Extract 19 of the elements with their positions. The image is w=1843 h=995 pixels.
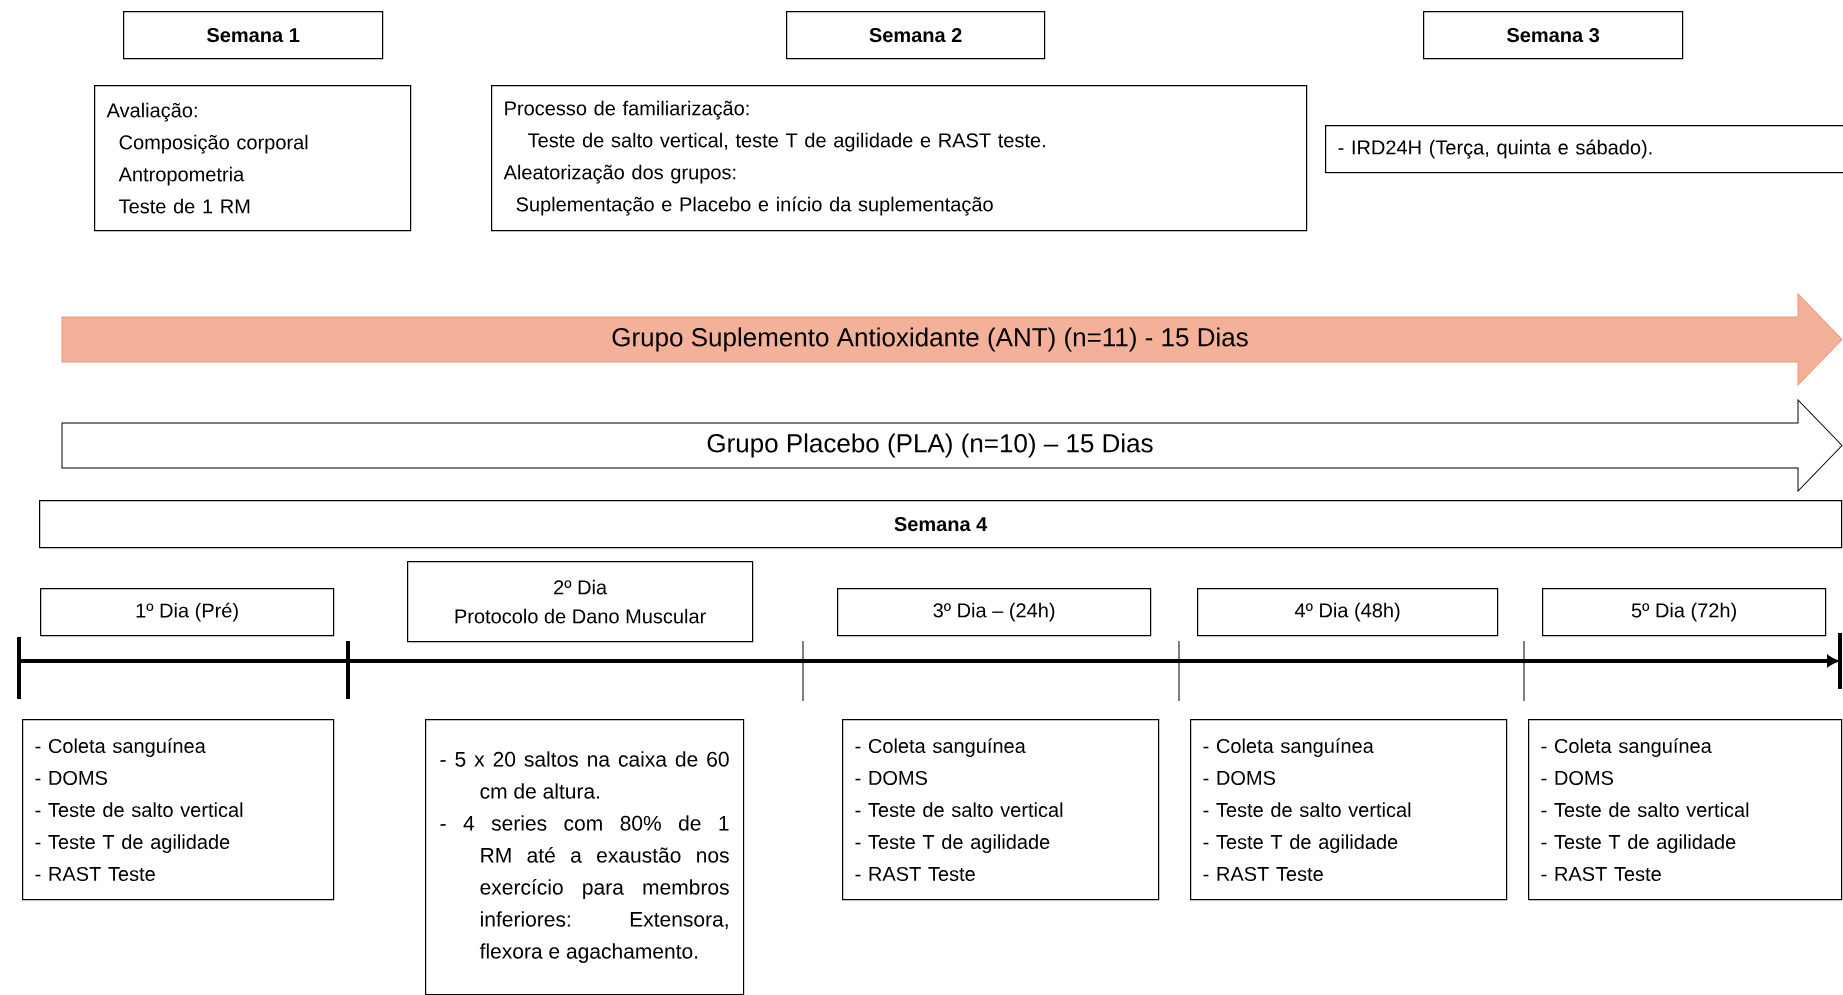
week-box: Semana 4 [39, 500, 1843, 549]
group-banner: Grupo Suplemento Antioxidante (ANT) (n=11) - 15 Dias [61, 293, 1843, 386]
week-box: Semana 1 [123, 11, 384, 60]
day-box: 1º Dia (Pré) [40, 588, 335, 637]
day-box: 2º Dia Protocolo de Dano Muscular [407, 561, 754, 643]
week-box: Semana 3 [1423, 11, 1684, 60]
group-banner: Grupo Placebo (PLA) (n=10) – 15 Dias [61, 399, 1843, 492]
protocol-box: - 5 x 20 saltos na caixa de 60 cm de altura. - 4 series com 80% de 1 RM até a exaustão nos exercício para membros inferiores: Extensora, flexora e agachamento. [425, 719, 745, 995]
test-list-box: - Coleta sanguínea - DOMS - Teste de salto vertical - Teste T de agilidade - RAST Teste [22, 719, 335, 901]
day-box: 3º Dia – (24h) [837, 588, 1152, 637]
test-list-box: - Coleta sanguínea - DOMS - Teste de salto vertical - Teste T de agilidade - RAST Teste [1190, 719, 1508, 901]
activity-box: Processo de familiarização: Teste de salto vertical, teste T de agilidade e RAST teste. Aleatorização dos grupos: Suplementação e Placebo e início da suplementação [491, 85, 1308, 232]
week-box: Semana 2 [786, 11, 1046, 60]
activity-box: - IRD24H (Terça, quinta e sábado). [1325, 125, 1843, 174]
test-list-box: - Coleta sanguínea - DOMS - Teste de salto vertical - Teste T de agilidade - RAST Teste [842, 719, 1160, 901]
day-box: 4º Dia (48h) [1197, 588, 1499, 637]
day-box: 5º Dia (72h) [1542, 588, 1827, 637]
test-list-box: - Coleta sanguínea - DOMS - Teste de salto vertical - Teste T de agilidade - RAST Teste [1528, 719, 1843, 901]
activity-box: Avaliação: Composição corporal Antropometria Teste de 1 RM [94, 85, 412, 232]
